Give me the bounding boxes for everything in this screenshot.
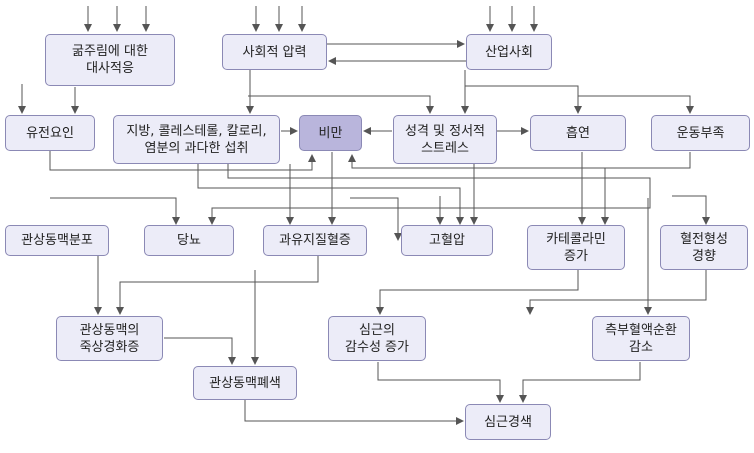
arrow-occlusion-to-infarction bbox=[244, 400, 464, 425]
node-myocardial-infarction: 심근경색 bbox=[465, 404, 551, 440]
arrow-industry-branch bbox=[248, 95, 434, 114]
arrow-atherosclerosis-to-occlusion bbox=[164, 337, 236, 365]
node-genetic-factors: 유전요인 bbox=[5, 115, 95, 151]
arrow-row3-to-atherosclerosis bbox=[116, 256, 319, 315]
arrow-thrombosis-to-collateral bbox=[526, 270, 707, 315]
node-social-pressure: 사회적 압력 bbox=[222, 34, 327, 70]
node-coronary-atherosclerosis: 관상동맥의 죽상경화증 bbox=[56, 316, 163, 361]
arrow-industry-to-inactivity bbox=[578, 95, 694, 114]
node-myocardial-sensitivity: 심근의 감수성 증가 bbox=[328, 316, 426, 361]
node-catecholamine-increase: 카테콜라민 증가 bbox=[527, 225, 625, 270]
arrow-sensitivity-to-infarction bbox=[377, 362, 504, 403]
arrow-catecholamine-to-sensitivity bbox=[376, 270, 579, 315]
node-collateral-circulation-decrease: 측부혈액순환 감소 bbox=[592, 316, 690, 361]
arrow-genetic-to-obesity bbox=[49, 148, 316, 171]
node-coronary-occlusion: 관상동맥폐색 bbox=[193, 366, 297, 400]
arrow-hyperlipidemia-to-hypertension bbox=[350, 197, 402, 241]
node-physical-inactivity: 운동부족 bbox=[651, 115, 750, 151]
node-diabetes: 당뇨 bbox=[144, 225, 234, 256]
node-thrombosis-tendency: 혈전형성 경향 bbox=[660, 225, 748, 270]
node-obesity: 비만 bbox=[299, 115, 362, 151]
arrow-industry-to-smoking bbox=[465, 85, 582, 114]
arrow-to-diabetes bbox=[208, 164, 651, 225]
arrow-collateral-to-infarction bbox=[519, 362, 641, 403]
node-personality-stress: 성격 및 정서적 스트레스 bbox=[393, 115, 497, 164]
node-smoking: 흡연 bbox=[530, 115, 626, 151]
node-overnutrition: 지방, 콜레스테롤, 칼로리, 염분의 과다한 섭취 bbox=[113, 115, 280, 164]
node-hypertension: 고혈압 bbox=[401, 225, 493, 256]
node-hyperlipidemia: 과유지질혈증 bbox=[263, 225, 367, 256]
arrow-inactivity-to-obesity bbox=[348, 152, 691, 169]
arrow-to-hypertension bbox=[197, 164, 464, 225]
node-coronary-distribution: 관상동맥분포 bbox=[5, 225, 109, 256]
arrow-to-thrombosis bbox=[672, 195, 710, 225]
arrow-genetic-to-distribution bbox=[50, 197, 180, 225]
node-starvation-adaptation: 굶주림에 대한 대사적응 bbox=[45, 34, 175, 86]
node-industrial-society: 산업사회 bbox=[466, 34, 552, 70]
